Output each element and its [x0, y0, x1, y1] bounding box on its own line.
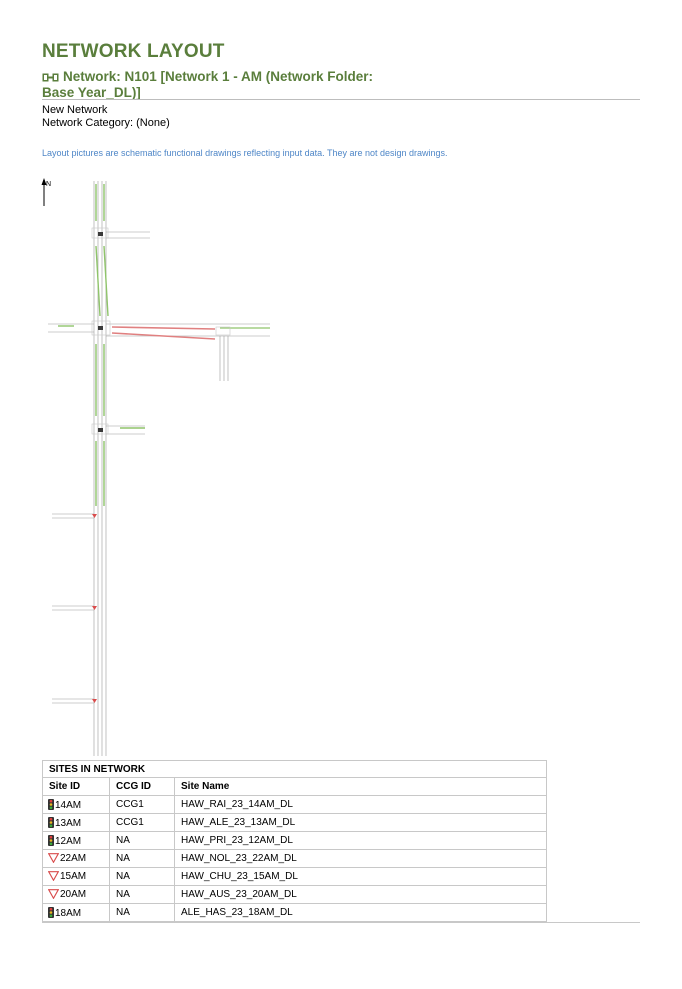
site-id-cell: 13AM	[42, 813, 110, 832]
disclaimer-text: Layout pictures are schematic functional…	[42, 148, 448, 158]
north-arrow-icon: N	[41, 178, 51, 206]
sites-table-body: 14AM CCG1 HAW_RAI_23_14AM_DL 13AM CCG1 H…	[42, 795, 547, 922]
footer-divider	[42, 922, 640, 923]
page-title: NETWORK LAYOUT	[42, 41, 225, 62]
table-row: 12AM NA HAW_PRI_23_12AM_DL	[42, 831, 547, 850]
network-icon	[42, 73, 59, 82]
green-links	[95, 184, 109, 506]
network-heading-text: Network: N101 [Network 1 - AM (Network F…	[42, 69, 374, 100]
site-name-cell: HAW_PRI_23_12AM_DL	[174, 831, 547, 850]
give-way-icon	[48, 889, 59, 899]
give-way-icon	[48, 871, 59, 881]
ccg-id-cell: NA	[109, 849, 175, 868]
network-name: New Network	[42, 104, 108, 116]
col-header-site-name: Site Name	[174, 777, 547, 796]
traffic-signal-icon	[98, 232, 103, 236]
table-row: 15AM NA HAW_CHU_23_15AM_DL	[42, 867, 547, 886]
traffic-signal-icon	[48, 834, 54, 846]
main-junction	[48, 320, 270, 340]
give-way-icon	[48, 853, 59, 863]
network-layout-drawing: N	[41, 178, 270, 756]
traffic-signal-icon	[98, 428, 103, 432]
site-id-cell: 20AM	[42, 885, 110, 904]
table-row: 22AM NA HAW_NOL_23_22AM_DL	[42, 849, 547, 868]
site-name-cell: HAW_AUS_23_20AM_DL	[174, 885, 547, 904]
site-id-cell: 12AM	[42, 831, 110, 850]
table-row: 14AM CCG1 HAW_RAI_23_14AM_DL	[42, 795, 547, 814]
traffic-signal-icon	[98, 326, 103, 330]
side-road-third	[91, 423, 145, 435]
site-name-cell: ALE_HAS_23_18AM_DL	[174, 903, 547, 922]
ccg-id-cell: NA	[109, 831, 175, 850]
side-roads-west	[52, 513, 94, 704]
table-row: 18AM NA ALE_HAS_23_18AM_DL	[42, 903, 547, 922]
north-label: N	[46, 181, 51, 188]
ccg-id-cell: NA	[109, 885, 175, 904]
side-road-north	[91, 227, 150, 239]
traffic-signal-icon	[48, 798, 54, 810]
col-header-ccg-id: CCG ID	[109, 777, 175, 796]
table-row: 13AM CCG1 HAW_ALE_23_13AM_DL	[42, 813, 547, 832]
traffic-signal-icon	[48, 816, 54, 828]
site-name-cell: HAW_ALE_23_13AM_DL	[174, 813, 547, 832]
site-name-cell: HAW_CHU_23_15AM_DL	[174, 867, 547, 886]
heading-divider	[42, 99, 640, 100]
site-id-cell: 15AM	[42, 867, 110, 886]
site-id-cell: 22AM	[42, 849, 110, 868]
col-header-site-id: Site ID	[42, 777, 110, 796]
network-meta: New Network Network Category: (None)	[42, 104, 170, 130]
site-id-cell: 14AM	[42, 795, 110, 814]
network-category: Network Category: (None)	[42, 117, 170, 129]
side-road-east-branch	[219, 336, 229, 381]
ccg-id-cell: CCG1	[109, 813, 175, 832]
traffic-signal-icon	[48, 906, 54, 918]
network-heading: Network: N101 [Network 1 - AM (Network F…	[42, 69, 402, 101]
give-way-icon	[92, 514, 97, 703]
sites-table: SITES IN NETWORK Site ID CCG ID Site Nam…	[42, 760, 547, 922]
ccg-id-cell: NA	[109, 903, 175, 922]
site-id-cell: 18AM	[42, 903, 110, 922]
table-row: 20AM NA HAW_AUS_23_20AM_DL	[42, 885, 547, 904]
site-name-cell: HAW_RAI_23_14AM_DL	[174, 795, 547, 814]
sites-table-caption: SITES IN NETWORK	[42, 760, 547, 778]
ccg-id-cell: NA	[109, 867, 175, 886]
site-name-cell: HAW_NOL_23_22AM_DL	[174, 849, 547, 868]
ccg-id-cell: CCG1	[109, 795, 175, 814]
